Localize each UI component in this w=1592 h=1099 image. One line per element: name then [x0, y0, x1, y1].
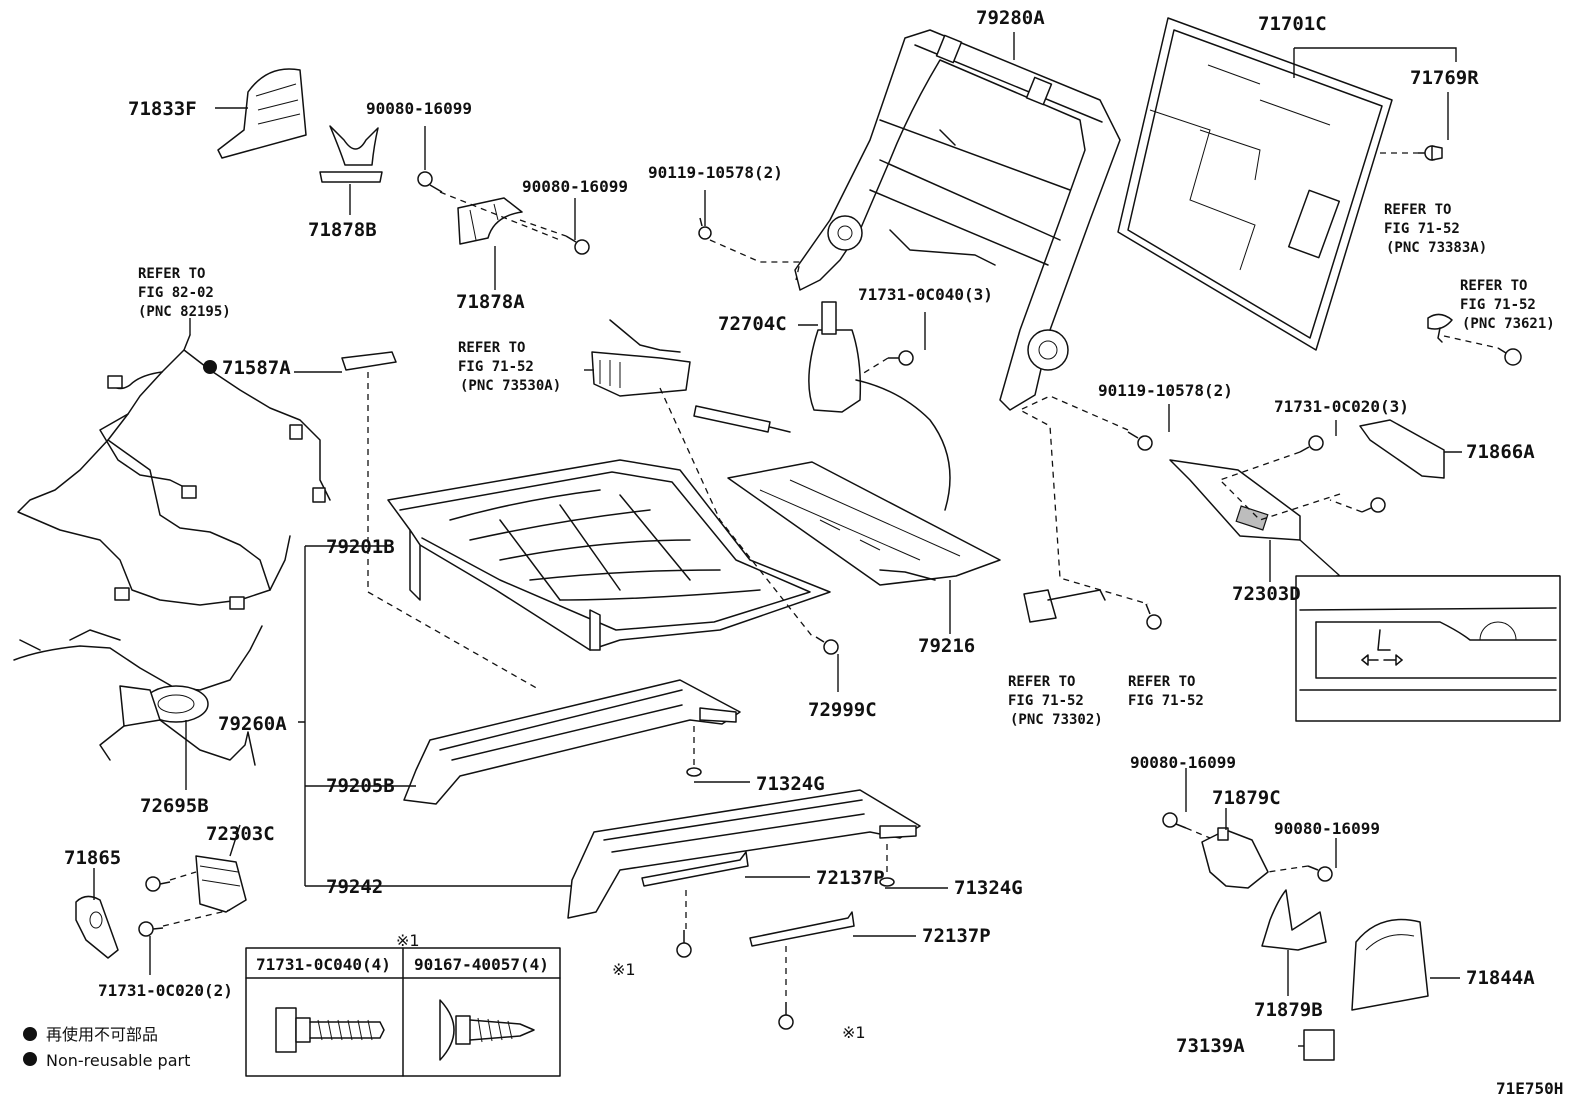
label-72303C: 72303C [206, 823, 275, 845]
part-71878A-drawing [457, 197, 523, 245]
part-71879C-drawing [1201, 827, 1269, 889]
part-79280A-drawing [794, 29, 1121, 411]
label-refer-82-02-l1: REFER TO [138, 266, 205, 282]
part-72303D-drawing [1169, 459, 1301, 541]
label-71731-0C020-3: 71731-0C020(3) [1274, 397, 1409, 416]
legend-en: Non-reusable part [46, 1051, 190, 1070]
part-73530A-drawing [591, 319, 691, 397]
part-73302-drawing [1023, 589, 1106, 623]
label-90119-10578-a: 90119-10578(2) [648, 163, 783, 182]
label-refer-71-52-l2: FIG 71-52 [1128, 693, 1204, 709]
label-71587A: 71587A [222, 357, 291, 379]
label-refer-73302-l2: FIG 71-52 [1008, 693, 1084, 709]
label-kome-1-b: ※1 [842, 1023, 866, 1042]
label-71701C: 71701C [1258, 13, 1327, 35]
part-79201B-drawing [387, 459, 831, 651]
label-refer-73621-l1: REFER TO [1460, 278, 1527, 294]
part-79242-drawing [567, 789, 921, 919]
label-71844A: 71844A [1466, 967, 1535, 989]
label-refer-73302-l1: REFER TO [1008, 674, 1075, 690]
label-72695B: 72695B [140, 795, 209, 817]
fastener-table [245, 947, 561, 1077]
label-73139A: 73139A [1176, 1035, 1245, 1057]
label-72303D: 72303D [1232, 583, 1301, 605]
table-col-2: 90167-40057(4) [414, 955, 549, 974]
part-72137P-drawing [641, 851, 855, 947]
part-71769R-drawing [1431, 145, 1443, 161]
label-90080-16099-d: 90080-16099 [1274, 819, 1380, 838]
label-refer-82-02-l3: (PNC 82195) [138, 304, 231, 320]
label-72999C: 72999C [808, 699, 877, 721]
label-71731-0C040-3: 71731-0C040(3) [858, 285, 993, 304]
part-73139A-drawing [1303, 1029, 1335, 1061]
label-71324G-b: 71324G [954, 877, 1023, 899]
label-71324G-a: 71324G [756, 773, 825, 795]
label-90080-16099-a: 90080-16099 [366, 99, 472, 118]
label-refer-73621-l2: FIG 71-52 [1460, 297, 1536, 313]
label-72704C: 72704C [718, 313, 787, 335]
detail-callout-box [1295, 539, 1561, 722]
part-71879B-drawing [1261, 889, 1327, 951]
part-72704C-drawing [693, 301, 951, 511]
label-refer-73530A-l1: REFER TO [458, 340, 525, 356]
label-71769R: 71769R [1410, 67, 1479, 89]
label-79242: 79242 [326, 876, 383, 898]
label-kome-1-a: ※1 [612, 960, 636, 979]
part-79216-drawing [727, 461, 1001, 586]
part-labels: 71833F 71878B 90080-16099 90080-16099 71… [46, 7, 1563, 1098]
label-79216: 79216 [918, 635, 975, 657]
label-71878A: 71878A [456, 291, 525, 313]
label-refer-73621-l3: (PNC 73621) [1462, 316, 1555, 332]
legend-jp: 再使用不可部品 [46, 1025, 158, 1044]
label-79260A: 79260A [218, 713, 287, 735]
label-79205B: 79205B [326, 775, 395, 797]
part-71833F-drawing [217, 68, 307, 159]
part-71701C-drawing [1117, 17, 1393, 351]
part-71866A-drawing [1359, 419, 1445, 479]
label-refer-73383A-l1: REFER TO [1384, 202, 1451, 218]
label-kome-1-c: ※1 [396, 931, 420, 950]
label-refer-73530A-l3: (PNC 73530A) [460, 378, 561, 394]
label-71879B: 71879B [1254, 999, 1323, 1021]
diagram-id: 71E750H [1496, 1079, 1563, 1098]
label-refer-73383A-l2: FIG 71-52 [1384, 221, 1460, 237]
part-71844A-drawing [1351, 918, 1429, 1011]
label-refer-71-52-l1: REFER TO [1128, 674, 1195, 690]
washer-drawings [686, 767, 895, 887]
label-72137P-b: 72137P [922, 925, 991, 947]
label-79201B: 79201B [326, 536, 395, 558]
label-71878B: 71878B [308, 219, 377, 241]
label-71866A: 71866A [1466, 441, 1535, 463]
label-71833F: 71833F [128, 98, 197, 120]
label-90080-16099-b: 90080-16099 [522, 177, 628, 196]
label-refer-73530A-l2: FIG 71-52 [458, 359, 534, 375]
part-82195-wire-harness-drawing [17, 334, 331, 610]
non-reusable-bullet-icon [203, 360, 217, 374]
part-71587A-drawing [341, 351, 397, 371]
part-71865-drawing [75, 895, 119, 959]
part-79205B-drawing [403, 679, 741, 805]
part-72303C-drawing [195, 855, 247, 913]
label-79280A: 79280A [976, 7, 1045, 29]
label-90119-10578-b: 90119-10578(2) [1098, 381, 1233, 400]
part-79260A-drawing [13, 625, 263, 766]
legend-bullet-en-icon [23, 1052, 37, 1066]
label-refer-82-02-l2: FIG 82-02 [138, 285, 214, 301]
label-90080-16099-c: 90080-16099 [1130, 753, 1236, 772]
leader-lines [93, 32, 1462, 1047]
label-71731-0C020-2: 71731-0C020(2) [98, 981, 233, 1000]
legend-bullet-jp-icon [23, 1027, 37, 1041]
label-71879C: 71879C [1212, 787, 1281, 809]
label-72137P-a: 72137P [816, 867, 885, 889]
part-73383A-drawing [1427, 313, 1453, 343]
part-71878B-drawing [319, 125, 383, 183]
label-refer-73302-l3: (PNC 73302) [1010, 712, 1103, 728]
table-col-1: 71731-0C040(4) [256, 955, 391, 974]
label-71865: 71865 [64, 847, 121, 869]
label-refer-73383A-l3: (PNC 73383A) [1386, 240, 1487, 256]
dashed-lines [162, 152, 1499, 1000]
